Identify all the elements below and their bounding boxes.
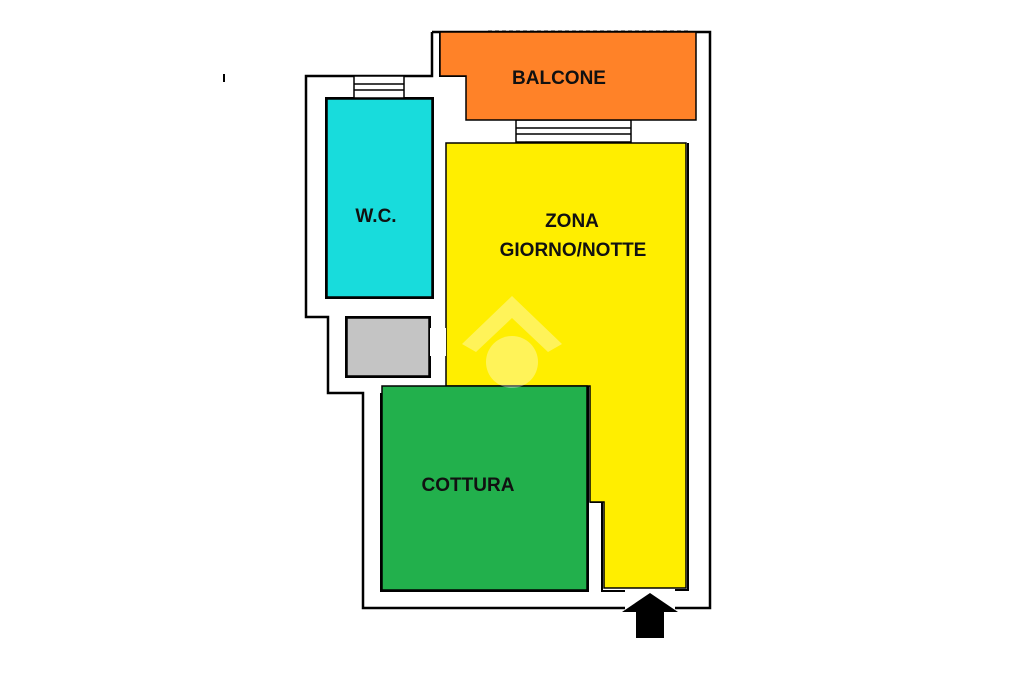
- stray-mark: [223, 74, 225, 82]
- room-balcone: BALCONE: [439, 30, 697, 121]
- room-cottura: COTTURA: [381, 385, 588, 591]
- wc-window: [353, 75, 405, 99]
- room-wc: W.C.: [326, 98, 433, 298]
- house-logo-icon: [462, 296, 562, 388]
- cottura-label: COTTURA: [422, 475, 515, 496]
- wc-label: W.C.: [355, 206, 396, 227]
- balcone-label: BALCONE: [512, 68, 606, 89]
- zona-label-line1: ZONA: [545, 211, 599, 232]
- zona-label-line2: GIORNO/NOTTE: [500, 240, 647, 261]
- room-closet: [346, 317, 430, 377]
- closet-door-gap: [430, 328, 446, 356]
- balcone-window: [515, 119, 632, 143]
- room-zona-giorno-notte: ZONA GIORNO/NOTTE: [445, 142, 687, 589]
- entrance-arrow-icon: [622, 593, 678, 638]
